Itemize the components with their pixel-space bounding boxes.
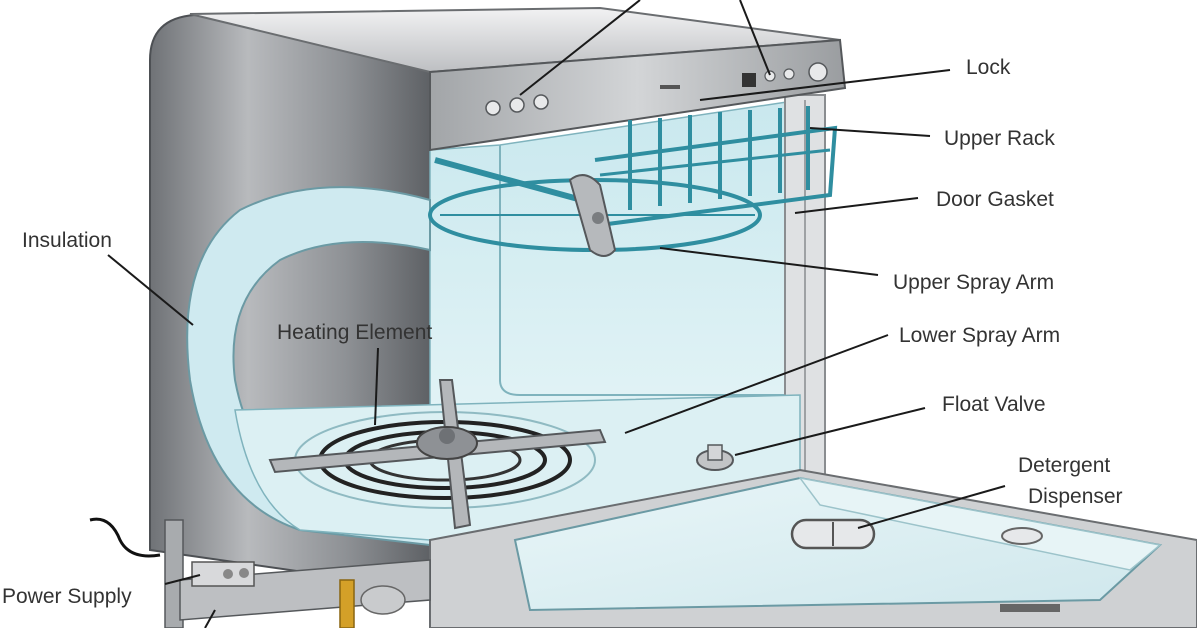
panel-knob-icon bbox=[509, 97, 525, 113]
panel-knob-icon bbox=[533, 94, 549, 110]
lower-spray-arm bbox=[268, 379, 607, 530]
panel-display-icon bbox=[742, 73, 756, 87]
door-latch-icon bbox=[1000, 604, 1060, 612]
label-float-valve: Float Valve bbox=[942, 393, 1046, 416]
detergent-dispenser bbox=[790, 518, 1043, 550]
panel-power-button-icon bbox=[808, 62, 828, 82]
label-door-gasket: Door Gasket bbox=[936, 188, 1054, 211]
label-dispenser: Dispenser bbox=[1028, 485, 1123, 508]
float-valve bbox=[696, 444, 734, 471]
label-upper-rack: Upper Rack bbox=[944, 127, 1055, 150]
label-detergent: Detergent bbox=[1018, 454, 1110, 477]
upper-spray-arm-assembly bbox=[428, 157, 762, 257]
panel-slot-icon bbox=[660, 85, 680, 89]
label-heating-element: Heating Element bbox=[277, 321, 432, 344]
label-lock: Lock bbox=[966, 56, 1011, 79]
panel-button-icon bbox=[764, 70, 776, 82]
label-power-supply: Power Supply bbox=[2, 585, 132, 608]
label-lower-spray-arm: Lower Spray Arm bbox=[899, 324, 1060, 347]
power-cord-icon bbox=[89, 517, 161, 558]
leader-lines bbox=[107, 0, 1006, 628]
label-insulation: Insulation bbox=[22, 229, 112, 252]
panel-button-icon bbox=[783, 68, 795, 80]
callout-labels: Lock Upper Rack Door Gasket Upper Spray … bbox=[2, 56, 1123, 608]
panel-knob-icon bbox=[485, 100, 501, 116]
base-plumbing bbox=[89, 517, 431, 628]
control-panel bbox=[429, 38, 847, 152]
label-upper-spray-arm: Upper Spray Arm bbox=[893, 271, 1054, 294]
